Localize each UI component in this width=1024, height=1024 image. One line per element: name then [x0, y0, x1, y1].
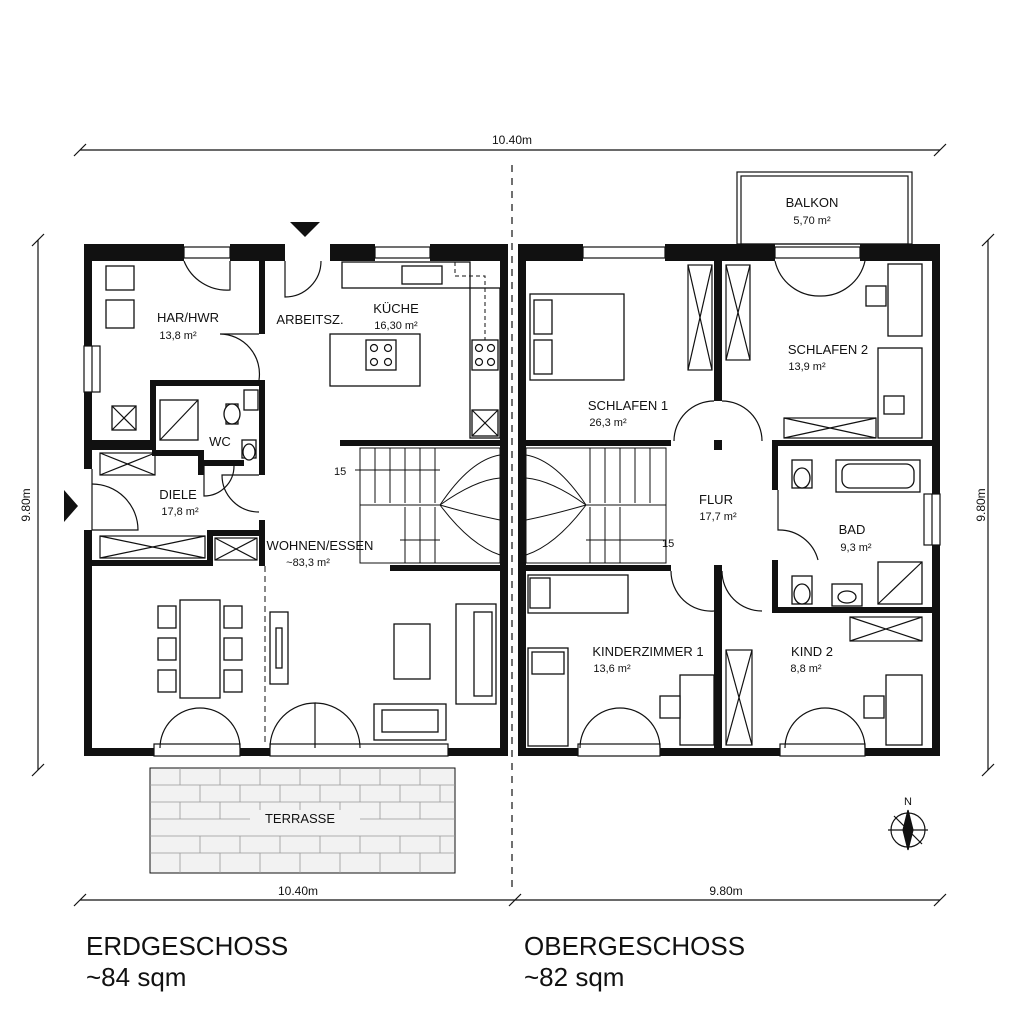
room-area-diele: 17,8 m² — [161, 506, 199, 518]
room-area-kind-2: 8,8 m² — [790, 663, 822, 675]
room-label-flur: FLUR — [699, 492, 733, 507]
room-label-har-hwr: HAR/HWR — [157, 310, 219, 325]
room-label-wohnen-essen: WOHNEN/ESSEN — [267, 538, 374, 553]
walls — [84, 244, 940, 756]
furniture-upper — [527, 263, 923, 747]
room-area-kueche: 16,30 m² — [374, 320, 418, 332]
room-label-balkon: BALKON — [786, 195, 839, 210]
room-area-har-hwr: 13,8 m² — [159, 330, 197, 342]
dim-bottom-right-width: 9.80m — [709, 884, 742, 898]
entrance-arrow-left — [64, 490, 78, 522]
stairs-ground — [355, 447, 501, 564]
stair-steps-upper: 15 — [662, 538, 674, 550]
room-label-wc: WC — [209, 434, 231, 449]
stair-steps-ground: 15 — [334, 466, 346, 478]
room-label-kueche: KÜCHE — [373, 301, 419, 316]
dim-left-height: 9.80m — [19, 488, 33, 521]
room-label-schlafen-2: SCHLAFEN 2 — [788, 342, 868, 357]
room-area-balkon: 5,70 m² — [793, 215, 831, 227]
room-area-wohnen-essen: ~83,3 m² — [286, 557, 330, 569]
floor-area-ground: ~84 sqm — [86, 962, 186, 992]
dimension-lines — [31, 143, 995, 907]
room-label-kinderzimmer-1: KINDERZIMMER 1 — [592, 644, 703, 659]
room-label-schlafen-1: SCHLAFEN 1 — [588, 398, 668, 413]
room-area-kinderzimmer-1: 13,6 m² — [593, 663, 631, 675]
room-area-bad: 9,3 m² — [840, 542, 872, 554]
furniture-ground — [105, 261, 501, 744]
floor-area-upper: ~82 sqm — [524, 962, 624, 992]
room-area-flur: 17,7 m² — [699, 511, 737, 523]
room-area-schlafen-1: 26,3 m² — [589, 417, 627, 429]
north-label: N — [904, 796, 912, 808]
balcony — [736, 171, 913, 245]
dim-bottom-left-width: 10.40m — [278, 884, 318, 898]
room-label-diele: DIELE — [159, 487, 197, 502]
stairs-upper — [525, 447, 667, 564]
floor-title-ground: ERDGESCHOSS — [86, 931, 288, 961]
room-area-schlafen-2: 13,9 m² — [788, 361, 826, 373]
entrance-arrow-top — [290, 222, 320, 237]
openings-and-built-ins — [83, 246, 941, 757]
room-label-terrasse: TERRASSE — [265, 811, 335, 826]
room-label-arbeitsz: ARBEITSZ. — [276, 312, 343, 327]
floor-title-upper: OBERGESCHOSS — [524, 931, 745, 961]
dim-right-height: 9.80m — [974, 488, 988, 521]
room-label-bad: BAD — [839, 522, 866, 537]
north-arrow-icon — [888, 809, 928, 851]
room-label-kind-2: KIND 2 — [791, 644, 833, 659]
terrace-paving — [149, 767, 456, 874]
dim-top-width: 10.40m — [492, 133, 532, 147]
